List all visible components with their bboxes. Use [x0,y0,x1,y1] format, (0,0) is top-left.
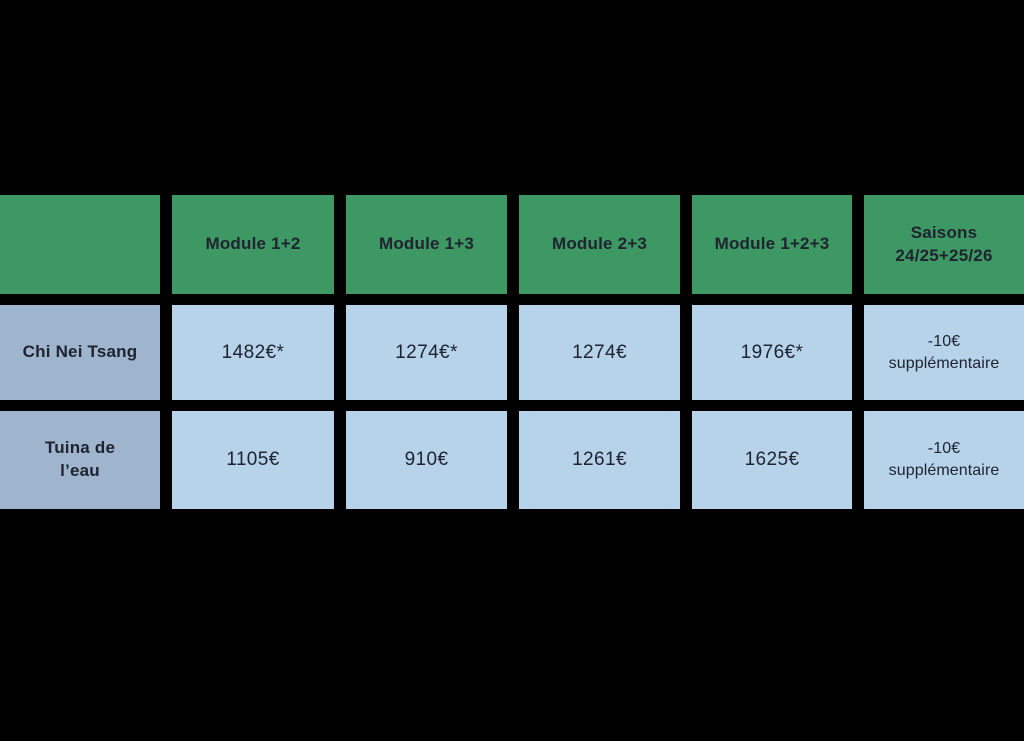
price-cell: 1261€ [519,411,680,509]
price-cell: 1274€* [346,305,507,400]
header-cell-module-1-2-3: Module 1+2+3 [692,195,852,294]
header-cell-module-1-2: Module 1+2 [172,195,334,294]
pricing-table: Module 1+2 Module 1+3 Module 2+3 Module … [0,195,1024,509]
price-cell: 910€ [346,411,507,509]
price-cell: 1105€ [172,411,334,509]
header-cell-empty [0,195,160,294]
row-label-chi-nei-tsang: Chi Nei Tsang [0,305,160,400]
price-cell: 1625€ [692,411,852,509]
discount-cell: -10€ supplémentaire [864,411,1024,509]
discount-cell: -10€ supplémentaire [864,305,1024,400]
header-cell-module-1-3: Module 1+3 [346,195,507,294]
price-cell: 1482€* [172,305,334,400]
price-cell: 1274€ [519,305,680,400]
header-cell-saisons: Saisons 24/25+25/26 [864,195,1024,294]
price-cell: 1976€* [692,305,852,400]
header-cell-module-2-3: Module 2+3 [519,195,680,294]
row-label-tuina-de-leau: Tuina de l’eau [0,411,160,509]
